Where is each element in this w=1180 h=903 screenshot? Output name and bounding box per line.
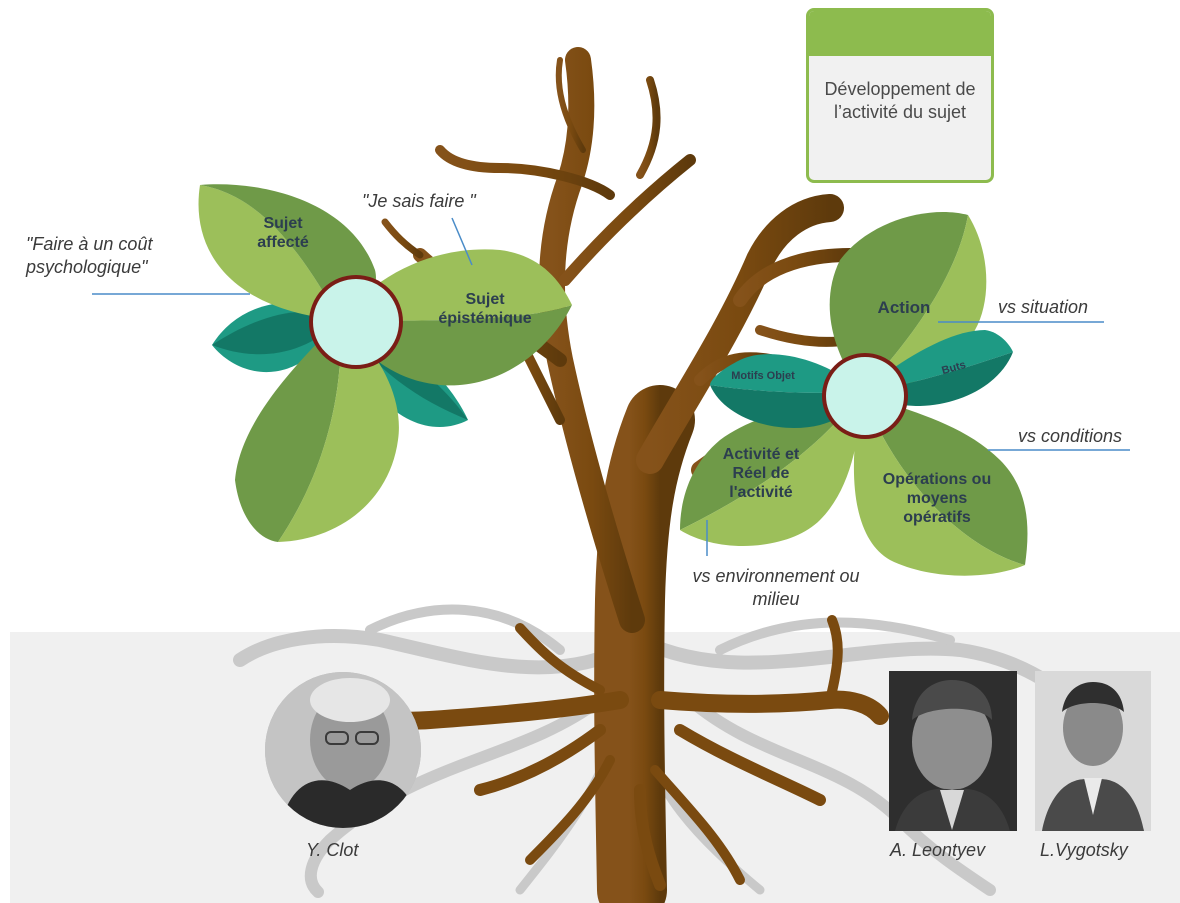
title-box-header [809,11,991,56]
annotation-vs-environnement: vs environnement ou milieu [692,566,860,609]
annotation-je-sais-faire: "Je sais faire " [362,191,476,211]
title-box: Développement de l’activité du sujet [806,8,994,183]
label-action: Action [877,298,931,317]
leaf-bottom-left [235,320,341,542]
leaf-operations [862,392,1028,565]
leaf-activite [680,392,862,530]
left-flower-center [309,275,403,369]
annotation-lines [92,217,1130,556]
tree-roots [353,615,889,891]
leaf-sujet-affecte [198,185,340,320]
label-operations: Opérations ou moyens opératifs [882,471,992,527]
caption-clot: Y. Clot [306,840,359,860]
title-box-text: Développement de l’activité du sujet [824,79,976,122]
photo-vygotsky [1035,671,1151,831]
right-flower [680,212,1028,576]
annotation-faire-a-un-cout: "Faire à un coût psychologique" [26,234,153,277]
right-flower-center [822,353,908,439]
caption-leontyev: A. Leontyev [890,840,986,860]
label-sujet-affecte: Sujet affecté [257,215,309,252]
leaf-action [829,212,968,392]
caption-vygotsky: L.Vygotsky [1040,840,1128,860]
label-motifs-objet: Motifs Objet [731,370,795,382]
left-flower [198,184,572,542]
annotation-vs-conditions: vs conditions [1018,426,1123,446]
photo-clot [265,672,421,828]
annotation-vs-situation: vs situation [998,297,1089,317]
label-sujet-epistemique: Sujet épistémique [438,291,532,328]
photo-leontyev [889,671,1017,831]
label-activite: Activité et Réel de l'activité [722,446,800,502]
